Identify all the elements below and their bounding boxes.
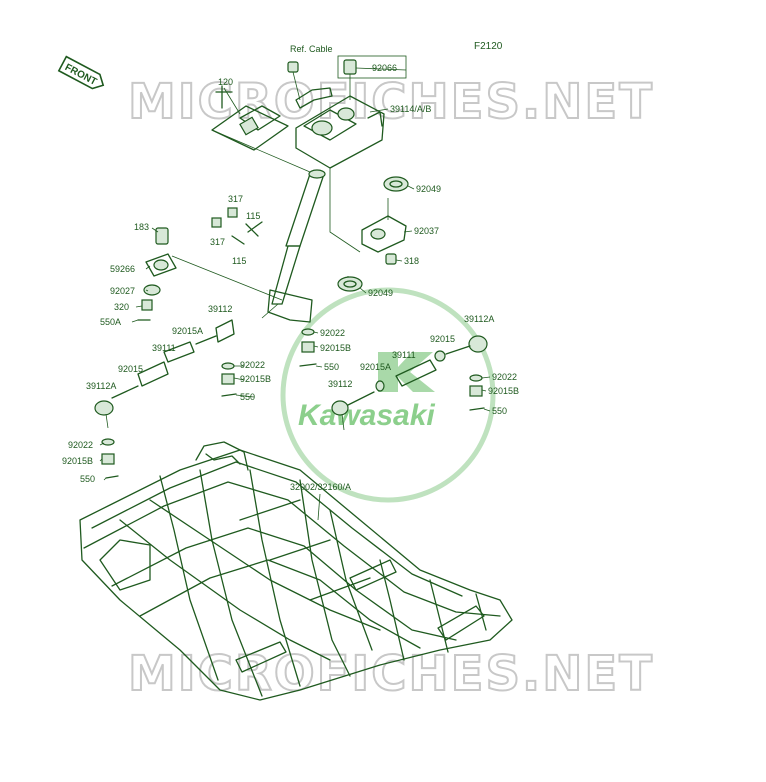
- label-92027: 92027: [110, 286, 135, 296]
- label-59266: 59266: [110, 264, 135, 274]
- kawasaki-logo-text: Kawasaki: [298, 399, 435, 432]
- label-320: 320: [114, 302, 129, 312]
- label-120: 120: [218, 77, 233, 87]
- label-317-b: 317: [210, 237, 225, 247]
- label-92015-right: 92015: [430, 334, 455, 344]
- handlebar-clamp-upper: [211, 85, 289, 151]
- label-39114: 39114/A/B: [390, 104, 431, 114]
- oil-seal-92049-upper: [383, 176, 409, 192]
- cotter-pin-550-center: [221, 393, 237, 397]
- label-317-a: 317: [228, 194, 243, 204]
- cable-guide: [295, 87, 333, 109]
- label-115-b: 115: [232, 256, 246, 266]
- nut-92015b-mid: [301, 341, 315, 353]
- kawasaki-logo-watermark: Kawasaki: [280, 287, 496, 503]
- label-ref-cable: Ref. Cable: [290, 44, 333, 54]
- washer-92022-left: [101, 438, 115, 446]
- nut-320: [141, 299, 153, 311]
- callout-box-92066: [337, 55, 407, 79]
- label-183: 183: [134, 222, 149, 232]
- bolt-92066: [343, 59, 357, 75]
- part-labels: Ref. Cable 92066 39114/A/B 120 92049 920…: [62, 44, 519, 492]
- label-92015-left: 92015: [118, 364, 143, 374]
- label-318: 318: [404, 256, 419, 266]
- watermark-top: MICROFICHES.NET: [128, 74, 654, 130]
- label-92015B-right: 92015B: [488, 386, 519, 396]
- label-39112-right: 39112: [328, 379, 352, 389]
- label-92022-center: 92022: [240, 360, 265, 370]
- shaft-holder-92037: [361, 215, 407, 253]
- nut-318: [385, 253, 397, 265]
- tie-rod-right: [331, 335, 488, 431]
- label-32002: 32002/32160/A: [290, 482, 351, 492]
- label-39111-right: 39111: [392, 350, 416, 360]
- label-39112-left: 39112: [208, 304, 232, 314]
- nut-317-a: [227, 207, 238, 218]
- label-92015B-left: 92015B: [62, 456, 93, 466]
- bolt-115-a: [245, 221, 263, 237]
- frame-32002: [79, 441, 513, 701]
- nut-317-b: [211, 217, 222, 228]
- label-550-center: 550: [240, 392, 255, 402]
- oil-seal-92049-lower: [337, 276, 363, 292]
- label-92049-lower: 92049: [368, 288, 393, 298]
- bolt-ref-cable: [287, 61, 299, 73]
- bolt-115-b: [231, 235, 245, 245]
- leader-lines: [171, 129, 389, 301]
- label-550-mid: 550: [324, 362, 339, 372]
- label-92015B-mid: 92015B: [320, 343, 351, 353]
- figure-code: F2120: [474, 41, 503, 52]
- cotter-pin-550-left: [105, 475, 119, 479]
- nut-92015b-center: [221, 373, 235, 385]
- label-92066: 92066: [372, 63, 397, 73]
- nut-92015b-left: [101, 453, 115, 465]
- label-92015B-center: 92015B: [240, 374, 271, 384]
- label-92022-right: 92022: [492, 372, 517, 382]
- label-92022-mid: 92022: [320, 328, 345, 338]
- bearing-59266: [145, 253, 177, 277]
- watermark-bottom: MICROFICHES.NET: [128, 646, 654, 702]
- label-92022-left: 92022: [68, 440, 93, 450]
- label-115-a: 115: [246, 211, 260, 221]
- bolt-183: [155, 227, 169, 245]
- cotter-pin-550-mid: [299, 363, 317, 367]
- washer-92022-mid: [301, 328, 315, 336]
- label-39111-left: 39111: [152, 343, 176, 353]
- label-92049-upper: 92049: [416, 184, 441, 194]
- steering-shaft: [261, 169, 326, 323]
- cotter-pin-550-right: [469, 407, 485, 411]
- label-550A: 550A: [100, 317, 121, 327]
- label-leaders: [99, 67, 491, 481]
- label-39112A-left: 39112A: [86, 381, 116, 391]
- label-550-right: 550: [492, 406, 507, 416]
- tie-rod-left: [94, 319, 235, 429]
- label-92015A-right: 92015A: [360, 362, 391, 372]
- steering-bracket-39114: [295, 95, 385, 169]
- label-550-left: 550: [80, 474, 95, 484]
- front-arrow-badge: FRONT: [57, 55, 105, 90]
- washer-92022-right: [469, 374, 483, 382]
- label-92037: 92037: [414, 226, 439, 236]
- washer-92022-center: [221, 362, 235, 370]
- washer-92027: [143, 284, 161, 296]
- nut-92015b-right: [469, 385, 483, 397]
- label-39112A-right: 39112A: [464, 314, 494, 324]
- label-92015A-left: 92015A: [172, 326, 203, 336]
